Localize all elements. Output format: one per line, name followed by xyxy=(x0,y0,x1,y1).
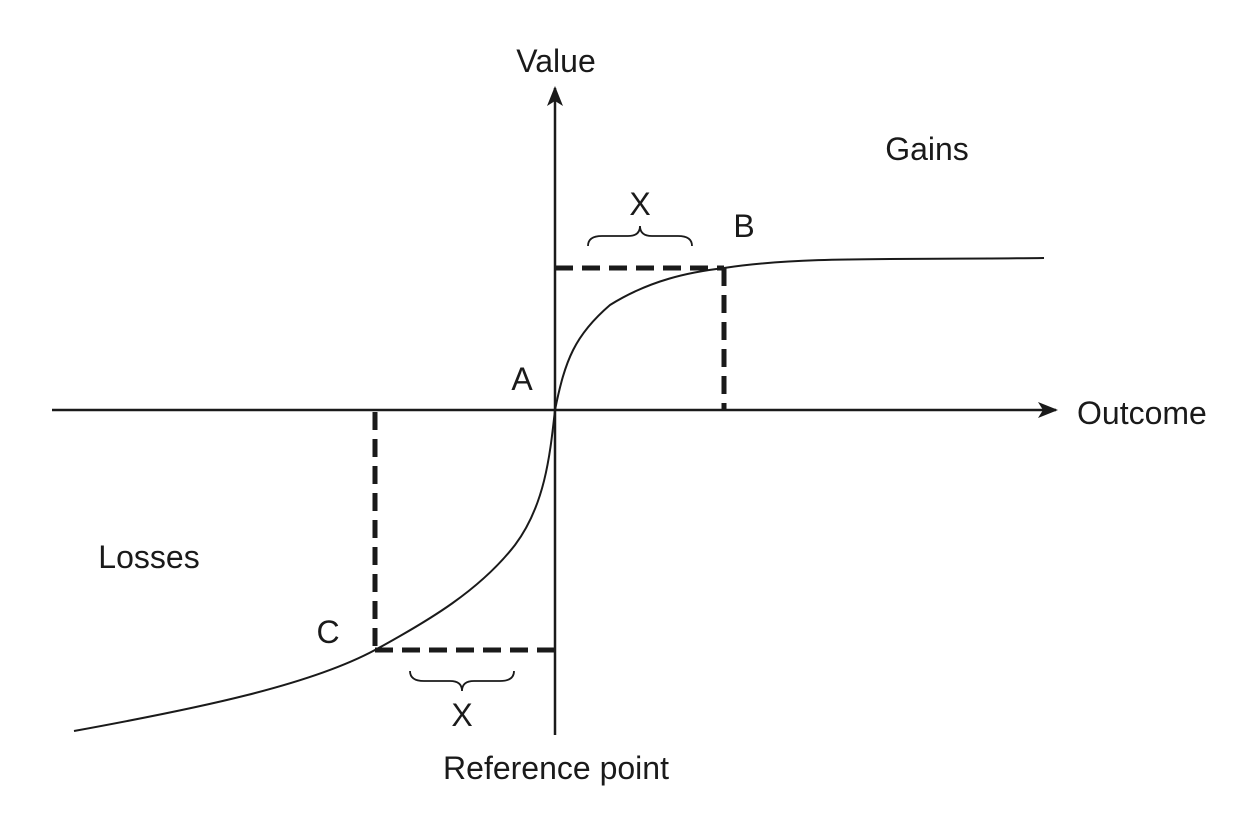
gains-label: Gains xyxy=(885,131,969,167)
brace-bottom xyxy=(409,670,515,692)
point-a-label: A xyxy=(511,361,533,397)
losses-label: Losses xyxy=(98,539,199,575)
point-b-label: B xyxy=(733,208,754,244)
value-curve xyxy=(73,257,1045,732)
interval-top-label: X xyxy=(629,186,650,222)
interval-bottom-label: X xyxy=(451,697,472,733)
reference-point-label: Reference point xyxy=(443,750,669,786)
brace-top xyxy=(587,225,693,247)
y-axis-label: Value xyxy=(516,43,595,79)
point-c-label: C xyxy=(316,614,339,650)
x-axis-label: Outcome xyxy=(1077,395,1207,431)
